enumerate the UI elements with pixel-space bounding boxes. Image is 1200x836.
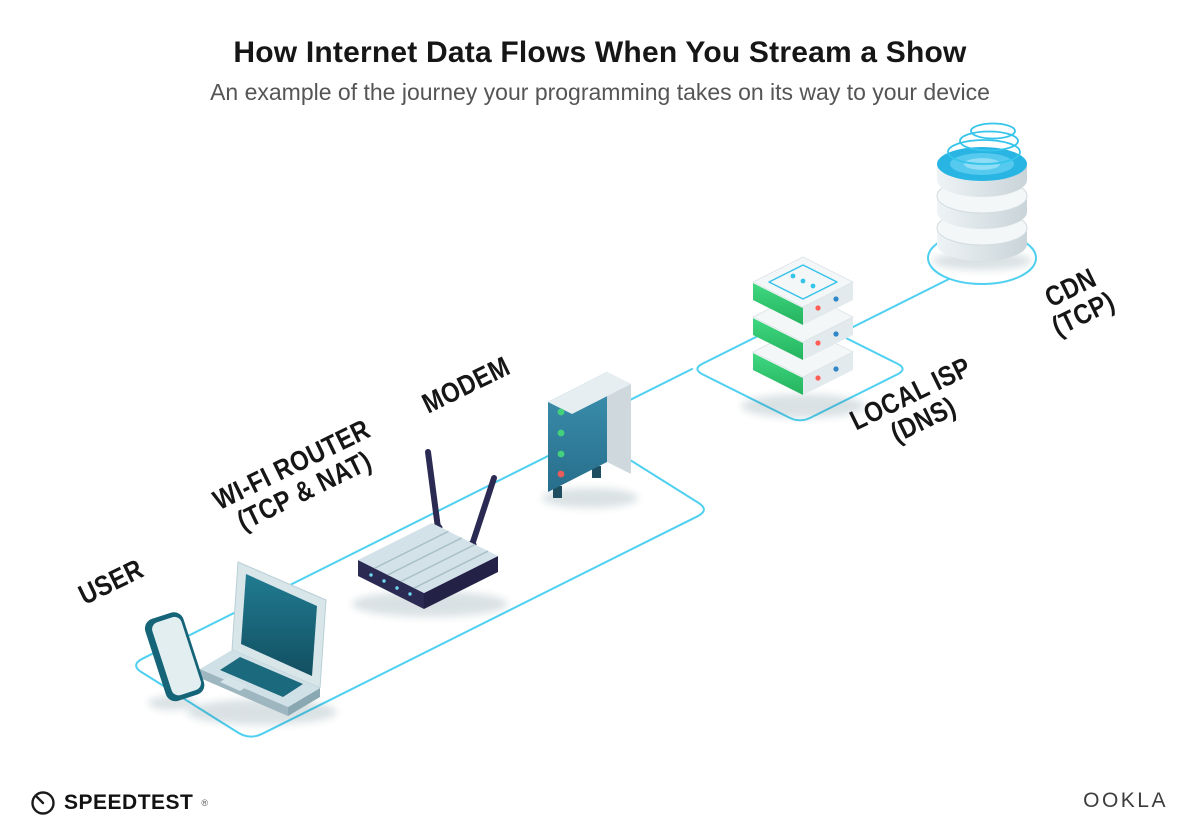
home-network-plane [135, 437, 705, 738]
page-title: How Internet Data Flows When You Stream … [233, 36, 967, 69]
isp-to-cdn-link [844, 278, 950, 332]
router-top-grooves [374, 530, 489, 589]
ookla-logo: OOKLA [1083, 789, 1168, 812]
router-antennas [425, 449, 497, 548]
isp-server-illustration [752, 256, 854, 395]
speedtest-logo: SPEEDTEST ® [30, 790, 208, 816]
wifi-router-illustration [358, 449, 498, 609]
server-panel-dots [790, 273, 816, 289]
cdn-signal-rings [947, 122, 1021, 165]
router-status-leds [369, 573, 412, 596]
registered-mark: ® [201, 798, 209, 808]
page-subtitle: An example of the journey your programmi… [210, 79, 990, 105]
speedtest-wordmark: SPEEDTEST [64, 791, 194, 814]
server-panel-outline [768, 264, 838, 300]
user-phone-illustration [144, 612, 205, 702]
modem-illustration [548, 372, 631, 498]
user-laptop-illustration [200, 561, 327, 716]
cdn-database-illustration [936, 122, 1028, 261]
speedtest-gauge-icon [31, 791, 55, 815]
modem-status-leds [557, 408, 565, 478]
